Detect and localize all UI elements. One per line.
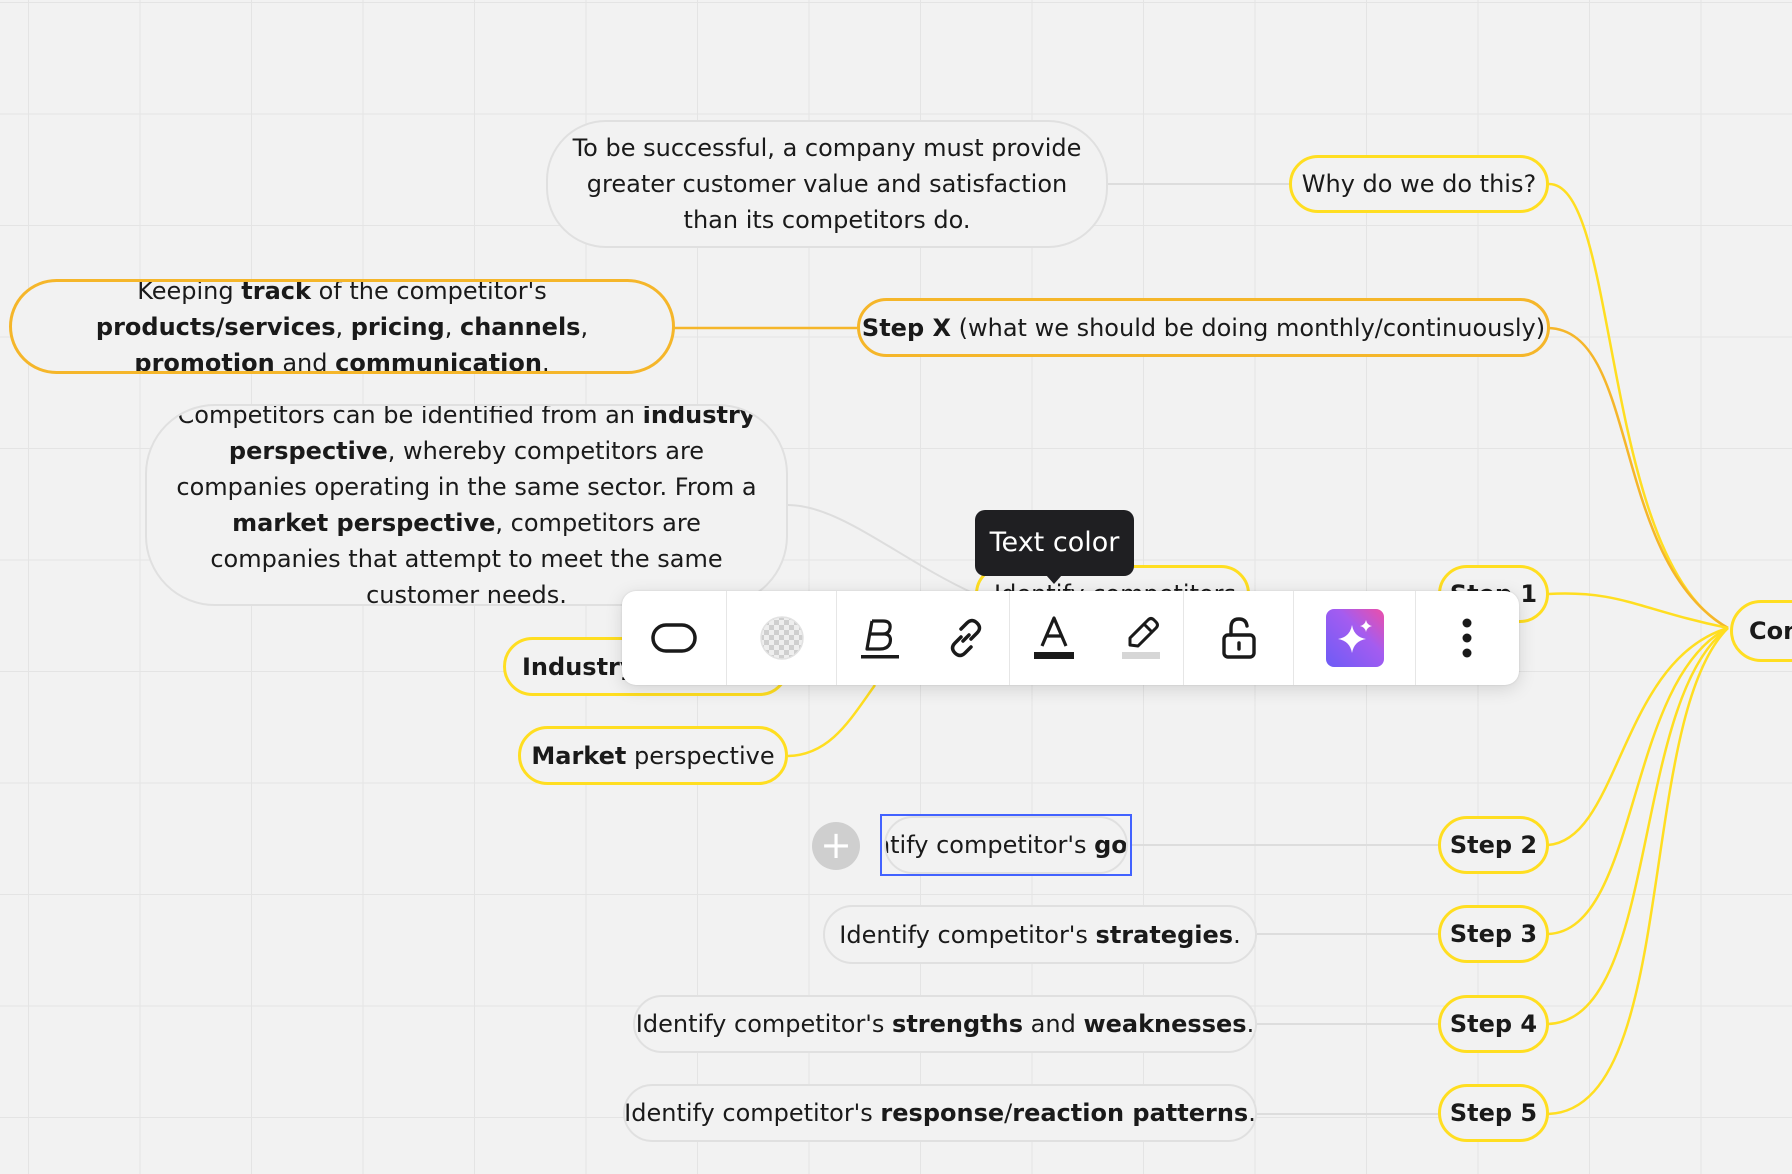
why-explanation-node[interactable]: To be successful, a company must provide… — [546, 120, 1108, 248]
lock-button[interactable] — [1184, 591, 1293, 685]
text-color-icon — [1033, 616, 1074, 659]
step4-label: Step 4 — [1449, 1010, 1538, 1038]
response-patterns-text: Identify competitor's response/reaction … — [624, 1099, 1256, 1127]
add-node-button[interactable]: + — [812, 822, 860, 870]
response-patterns-node[interactable]: Identify competitor's response/reaction … — [623, 1084, 1257, 1142]
highlight-icon — [1122, 617, 1160, 659]
step5-node[interactable]: Step 5 — [1438, 1084, 1549, 1142]
perspective-explanation-node[interactable]: Competitors can be identified from an in… — [145, 404, 788, 606]
why-question-text: Why do we do this? — [1301, 170, 1537, 198]
strengths-weaknesses-text: Identify competitor's strengths and weak… — [635, 1010, 1255, 1038]
strategies-node[interactable]: Identify competitor's strategies. — [823, 905, 1257, 964]
text-style-button[interactable] — [837, 591, 923, 685]
step3-label: Step 3 — [1449, 920, 1538, 948]
toolbar-divider — [726, 591, 727, 685]
edge-hub-step2 — [1547, 626, 1729, 847]
root-label: Con — [1749, 617, 1792, 645]
goals-node[interactable]: Identify competitor's goals. — [884, 816, 1128, 874]
toolbar-divider — [1293, 591, 1294, 685]
context-toolbar — [622, 591, 1519, 685]
step5-label: Step 5 — [1449, 1099, 1538, 1127]
strengths-weaknesses-node[interactable]: Identify competitor's strengths and weak… — [633, 995, 1257, 1053]
goals-text: Identify competitor's goals. — [886, 831, 1128, 859]
ai-sparkle-icon — [1325, 609, 1384, 667]
more-icon — [1462, 618, 1472, 658]
edge-hub-step4 — [1547, 626, 1729, 1026]
shape-button[interactable] — [622, 591, 726, 685]
toolbar-divider — [1009, 591, 1010, 685]
lock-icon — [1221, 617, 1256, 659]
market-perspective-text: Market perspective — [531, 741, 775, 770]
root-node[interactable]: Con — [1730, 600, 1792, 662]
why-question-node[interactable]: Why do we do this? — [1289, 155, 1549, 213]
text-color-tooltip: Text color — [975, 510, 1134, 584]
shape-icon — [651, 623, 697, 653]
toolbar-divider — [836, 591, 837, 685]
fill-color-icon — [759, 616, 804, 660]
step3-node[interactable]: Step 3 — [1438, 905, 1549, 963]
fill-color-button[interactable] — [727, 591, 836, 685]
step2-label: Step 2 — [1449, 831, 1538, 859]
step4-node[interactable]: Step 4 — [1438, 995, 1549, 1053]
edge-ident-perspective — [787, 504, 976, 595]
strategies-text: Identify competitor's strategies. — [839, 920, 1241, 949]
toolbar-divider — [1183, 591, 1184, 685]
edge-hub-step1 — [1547, 592, 1729, 630]
edge-hub-why — [1547, 182, 1729, 630]
bold-underline-icon — [861, 619, 899, 659]
step2-node[interactable]: Step 2 — [1438, 816, 1549, 874]
ai-assist-button[interactable] — [1294, 591, 1415, 685]
edge-hub-step3 — [1547, 626, 1729, 936]
selection-frame — [880, 814, 1132, 876]
edge-ident-market — [787, 684, 877, 758]
step-x-text: Step X (what we should be doing monthly/… — [861, 313, 1546, 342]
link-icon — [950, 618, 982, 658]
tracking-text: Keeping track of the competitor's produc… — [95, 279, 589, 374]
step-x-node[interactable]: Step X (what we should be doing monthly/… — [857, 298, 1550, 357]
highlight-button[interactable] — [1097, 591, 1183, 685]
link-button[interactable] — [923, 591, 1009, 685]
perspective-explanation-text: Competitors can be identified from an in… — [176, 404, 757, 606]
why-explanation-text: To be successful, a company must provide… — [572, 134, 1082, 234]
more-options-button[interactable] — [1416, 591, 1518, 685]
edge-hub-step5 — [1547, 627, 1729, 1116]
text-color-button[interactable] — [1010, 591, 1097, 685]
tracking-node[interactable]: Keeping track of the competitor's produc… — [9, 279, 675, 374]
market-perspective-node[interactable]: Market perspective — [518, 726, 788, 785]
edge-hub-stepx — [1547, 326, 1729, 630]
toolbar-divider — [1415, 591, 1416, 685]
